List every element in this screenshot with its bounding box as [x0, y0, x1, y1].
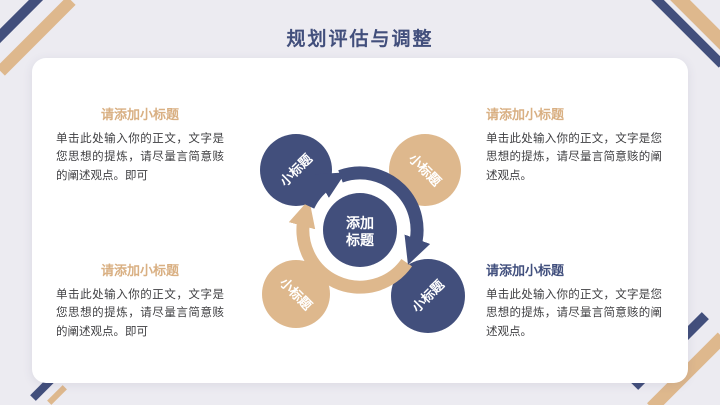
- subheading[interactable]: 请添加小标题: [100, 263, 179, 278]
- center-node[interactable]: 添加 标题: [323, 193, 397, 267]
- content-card: 请添加小标题 单击此处输入你的正文，文字是您思想的提炼，请尽量言简意赅的阐述观点…: [32, 58, 688, 383]
- slide-title[interactable]: 规划评估与调整: [286, 29, 434, 50]
- text-block-bottom-left: 请添加小标题 单击此处输入你的正文，文字是您思想的提炼，请尽量言简意赅的阐述观点…: [56, 260, 224, 341]
- subheading[interactable]: 请添加小标题: [100, 107, 179, 122]
- center-label-line2[interactable]: 标题: [345, 232, 375, 248]
- subheading[interactable]: 请添加小标题: [486, 107, 565, 122]
- cycle-arrow-left-navy: [302, 172, 346, 209]
- cycle-arrow-top-navy: [338, 166, 431, 265]
- body-text[interactable]: 单击此处输入你的正文，文字是您思想的提炼，请尽量言简意赅的阐述观点。即可: [56, 133, 224, 182]
- satellite-node-sw[interactable]: 小标题: [262, 260, 330, 328]
- cycle-arrow-bottom-tan: [288, 199, 413, 294]
- satellite-node-se[interactable]: 小标题: [391, 259, 465, 333]
- center-label-line1[interactable]: 添加: [346, 215, 374, 231]
- cycle-diagram: 小标题 小标题 小标题 小标题 添加 标题: [260, 134, 465, 333]
- text-block-top-right: 请添加小标题 单击此处输入你的正文，文字是您思想的提炼，请尽量言简意赅的阐述观点…: [486, 104, 662, 185]
- subheading[interactable]: 请添加小标题: [486, 263, 565, 278]
- body-text[interactable]: 单击此处输入你的正文，文字是您思想的提炼，请尽量言简意赅的阐述观点。: [486, 133, 662, 182]
- body-text[interactable]: 单击此处输入你的正文，文字是您思想的提炼，请尽量言简意赅的阐述观点。: [486, 289, 662, 338]
- body-text[interactable]: 单击此处输入你的正文，文字是您思想的提炼，请尽量言简意赅的阐述观点。即可: [56, 289, 224, 338]
- corner-stripe-bottom-left-tan: [47, 385, 67, 405]
- text-block-top-left: 请添加小标题 单击此处输入你的正文，文字是您思想的提炼，请尽量言简意赅的阐述观点…: [56, 104, 224, 185]
- text-block-bottom-right: 请添加小标题 单击此处输入你的正文，文字是您思想的提炼，请尽量言简意赅的阐述观点…: [486, 260, 662, 341]
